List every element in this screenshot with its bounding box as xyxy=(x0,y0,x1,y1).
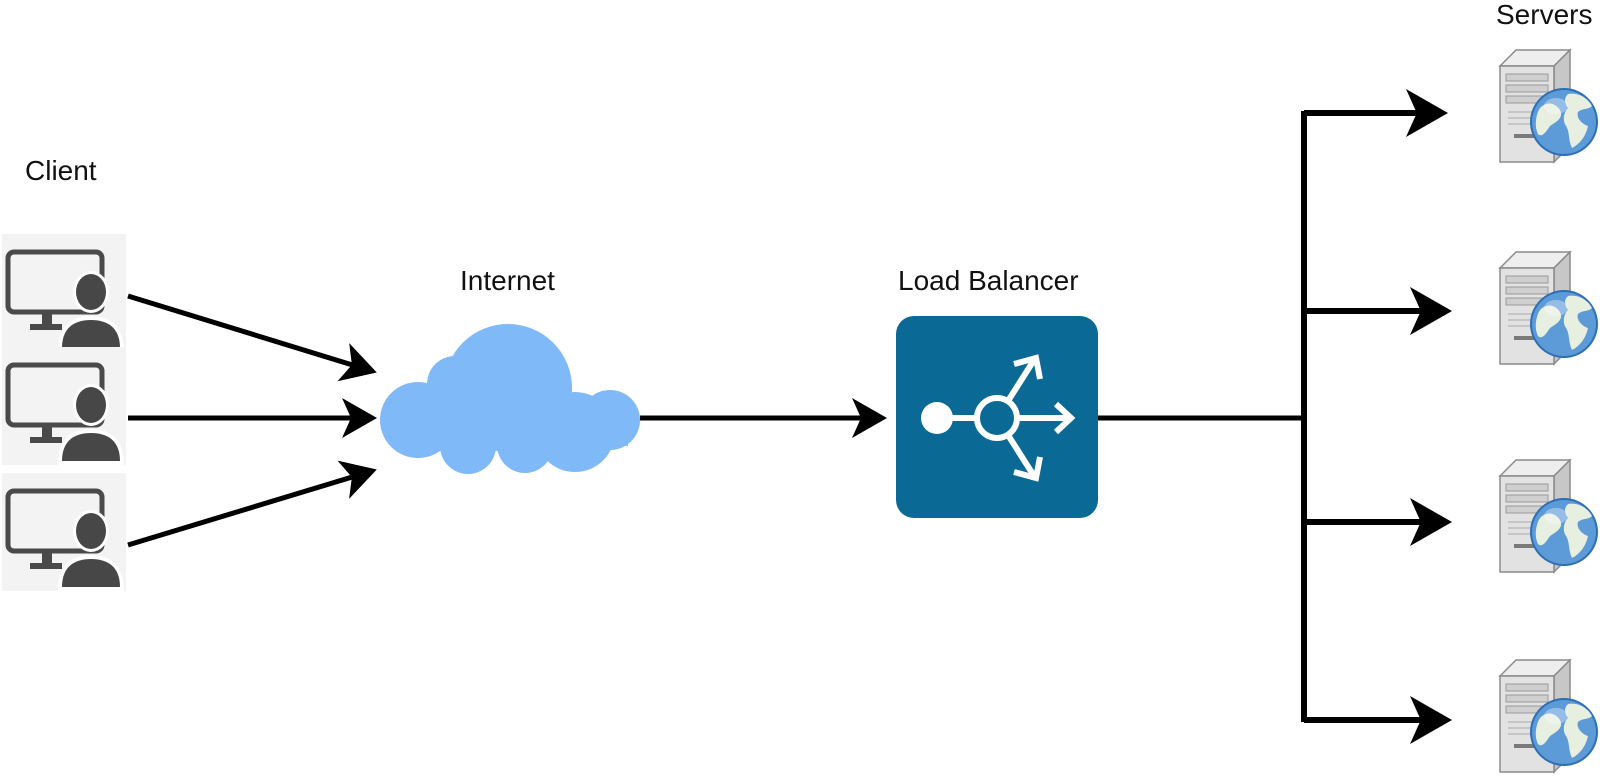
load-balancer-icon xyxy=(896,316,1098,518)
servers-label: Servers xyxy=(1496,0,1593,30)
client-to-internet-arrow xyxy=(127,460,377,548)
client-workstation-icon xyxy=(2,347,126,465)
web-server-icon xyxy=(1499,251,1599,365)
internet-label: Internet xyxy=(460,265,555,296)
client-workstation-icon xyxy=(2,473,126,591)
cloud-icon xyxy=(380,324,640,474)
web-server-icon xyxy=(1499,49,1599,163)
client-label: Client xyxy=(25,155,97,186)
client-workstation-icon xyxy=(2,234,126,352)
load-balancer-label: Load Balancer xyxy=(898,265,1079,296)
web-server-icon xyxy=(1499,459,1599,573)
web-server-icon xyxy=(1499,659,1599,773)
client-to-internet-arrow xyxy=(127,293,377,382)
